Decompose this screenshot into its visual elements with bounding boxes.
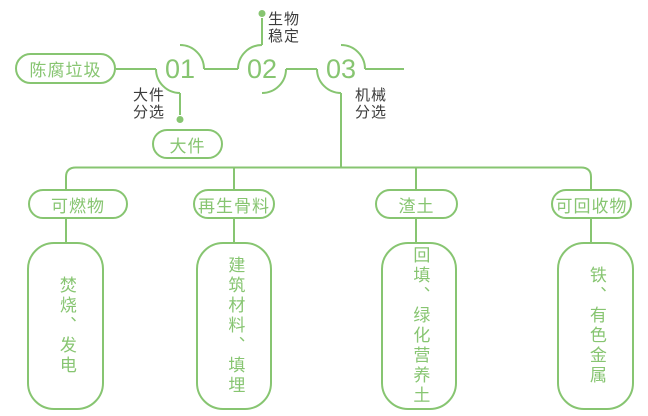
label-line: 分选 <box>133 104 166 121</box>
detail-box-slag: 回填、绿化营养土 <box>381 242 457 410</box>
step1-arc-upper-right <box>179 44 205 70</box>
label-mechanical-sorting: 机械 分选 <box>355 87 387 121</box>
node-slag-soil: 渣土 <box>375 189 458 219</box>
label-line: 分选 <box>355 104 388 121</box>
label-bio-stabilization: 生物 稳定 <box>268 11 300 45</box>
step3-arc-lower-left <box>316 68 342 94</box>
label-line: 生物 <box>268 11 301 28</box>
detail-text: 建筑材料、填埋 <box>225 256 245 396</box>
detail-box-combustibles: 焚烧、发电 <box>27 242 104 410</box>
node-source: 陈腐垃圾 <box>15 53 116 84</box>
detail-box-aggregate: 建筑材料、填埋 <box>196 242 272 410</box>
step3-arc-upper-right <box>340 44 366 70</box>
node-recyclables: 可回收物 <box>551 189 632 219</box>
detail-text: 铁、有色金属 <box>586 266 606 386</box>
detail-text: 焚烧、发电 <box>56 276 76 376</box>
label-line: 稳定 <box>268 28 301 45</box>
label-line: 机械 <box>355 87 388 104</box>
detail-box-recyclables: 铁、有色金属 <box>557 242 634 410</box>
detail-text: 回填、绿化营养土 <box>410 246 430 406</box>
label-bulky-sorting: 大件 分选 <box>133 87 165 121</box>
branch-dot-bulky <box>176 116 184 123</box>
label-line: 大件 <box>133 87 166 104</box>
distribution-bar <box>65 166 592 189</box>
step-number-01: 01 <box>164 54 196 84</box>
step-number-02: 02 <box>246 54 278 84</box>
node-recycled-aggregate: 再生骨料 <box>193 189 275 219</box>
step-number-03: 03 <box>325 54 357 84</box>
step2-arc-upper-left <box>237 44 263 70</box>
step2-arc-lower-right <box>261 68 287 94</box>
node-combustibles: 可燃物 <box>28 189 128 219</box>
step1-arc-lower-left <box>155 68 181 94</box>
branch-dot-bio <box>258 10 266 17</box>
node-bulky-items: 大件 <box>152 129 223 159</box>
